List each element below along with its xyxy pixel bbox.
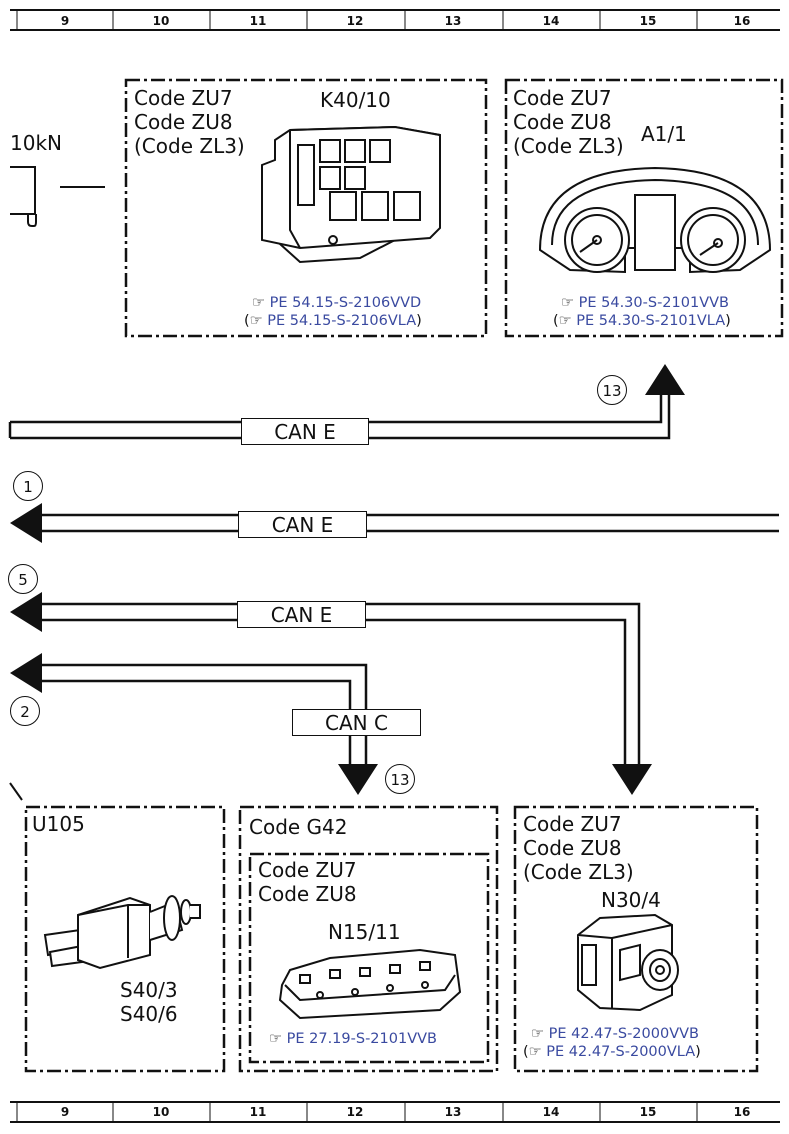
k40-ref-2[interactable]: (☞ PE 54.15-S-2106VLA) xyxy=(244,313,422,329)
box-outlines xyxy=(24,78,784,1073)
bottom-ruler xyxy=(10,1101,780,1123)
can-e-label-1: CAN E xyxy=(238,511,367,538)
box-n30-4 xyxy=(513,805,759,1073)
g42-title: Code G42 xyxy=(249,815,348,839)
component-n30-4-label: N30/4 xyxy=(601,888,661,912)
code-label: Code ZU8 xyxy=(258,882,357,906)
can-e-label-top: CAN E xyxy=(241,418,369,445)
ref-link[interactable]: PE 54.15-S-2106VLA xyxy=(267,313,417,329)
ruler-number: 10 xyxy=(152,14,170,28)
ref-link[interactable]: PE 42.47-S-2000VLA xyxy=(546,1044,696,1060)
a1-ref-2[interactable]: (☞ PE 54.30-S-2101VLA) xyxy=(553,313,731,329)
arrow-down-n30 xyxy=(612,764,652,795)
ref-link[interactable]: PE 54.30-S-2101VLA xyxy=(576,313,726,329)
ruler-number: 9 xyxy=(60,14,70,28)
ruler-number: 11 xyxy=(249,14,267,28)
n30-ref-2[interactable]: (☞ PE 42.47-S-2000VLA) xyxy=(523,1044,701,1060)
ref-circle-1[interactable]: 1 xyxy=(13,471,43,501)
code-label: (Code ZL3) xyxy=(513,134,624,158)
ruler-number: 14 xyxy=(542,14,560,28)
ruler-number: 15 xyxy=(639,1105,657,1119)
u105-component-list: S40/3 S40/6 xyxy=(120,978,178,1026)
a1-1-illustration xyxy=(538,166,772,274)
ruler-number: 13 xyxy=(444,1105,462,1119)
code-label: Code ZU7 xyxy=(513,86,612,110)
box-u105 xyxy=(24,805,226,1073)
g42-code-list: Code ZU7 Code ZU8 xyxy=(258,858,357,906)
ruler-number: 9 xyxy=(60,1105,70,1119)
left-fragment-symbol xyxy=(9,166,105,801)
ref-link[interactable]: PE 42.47-S-2000VVB xyxy=(548,1026,699,1042)
k40-10-illustration xyxy=(261,125,441,264)
arrow-left-2 xyxy=(10,653,42,693)
ruler-number: 11 xyxy=(249,1105,267,1119)
ruler-number: 12 xyxy=(346,1105,364,1119)
hand-pointer-icon: ☞ xyxy=(269,1031,282,1047)
s40-3-illustration xyxy=(43,895,201,970)
a1-ref-1[interactable]: ☞ PE 54.30-S-2101VVB xyxy=(561,295,729,311)
code-label: (Code ZL3) xyxy=(134,134,245,158)
u105-title: U105 xyxy=(32,812,85,836)
k40-code-list: Code ZU7 Code ZU8 (Code ZL3) xyxy=(134,86,245,158)
code-label: Code ZU7 xyxy=(258,858,357,882)
ruler-number: 15 xyxy=(639,14,657,28)
code-label: Code ZU8 xyxy=(523,836,622,860)
ruler-number: 12 xyxy=(346,14,364,28)
hand-pointer-icon: ☞ xyxy=(531,1026,544,1042)
code-label: Code ZU7 xyxy=(134,86,233,110)
component-k40-10-label: K40/10 xyxy=(320,88,391,112)
can-e-label-5: CAN E xyxy=(237,601,366,628)
a1-code-list: Code ZU7 Code ZU8 (Code ZL3) xyxy=(513,86,624,158)
ref-link[interactable]: PE 27.19-S-2101VVB xyxy=(286,1031,437,1047)
ruler-number: 10 xyxy=(152,1105,170,1119)
n30-4-illustration xyxy=(577,913,679,1012)
ref-circle-5[interactable]: 5 xyxy=(8,564,38,594)
n30-ref-1[interactable]: ☞ PE 42.47-S-2000VVB xyxy=(531,1026,699,1042)
box-g42-inner xyxy=(248,852,490,1064)
component-label: S40/3 xyxy=(120,978,178,1002)
hand-pointer-icon: ☞ xyxy=(252,295,265,311)
ruler-number: 13 xyxy=(444,14,462,28)
ref-circle-13-bottom[interactable]: 13 xyxy=(385,764,415,794)
left-component-label: 10kN xyxy=(10,131,62,155)
can-c-label: CAN C xyxy=(292,709,421,736)
component-a1-1-label: A1/1 xyxy=(641,122,687,146)
component-n15-11-label: N15/11 xyxy=(328,920,401,944)
n15-11-illustration xyxy=(278,948,462,1020)
hand-pointer-icon: ☞ xyxy=(249,313,263,329)
arrow-left-5 xyxy=(10,592,42,632)
ruler-number: 16 xyxy=(733,14,751,28)
box-a1-1 xyxy=(504,78,784,338)
hand-pointer-icon: ☞ xyxy=(528,1044,542,1060)
ruler-number: 16 xyxy=(733,1105,751,1119)
top-ruler xyxy=(10,9,780,31)
n15-ref-1[interactable]: ☞ PE 27.19-S-2101VVB xyxy=(269,1031,437,1047)
n30-code-list: Code ZU7 Code ZU8 (Code ZL3) xyxy=(523,812,634,884)
ref-circle-13-top[interactable]: 13 xyxy=(597,375,627,405)
code-label: Code ZU7 xyxy=(523,812,622,836)
component-label: S40/6 xyxy=(120,1002,178,1026)
hand-pointer-icon: ☞ xyxy=(561,295,574,311)
ref-link[interactable]: PE 54.30-S-2101VVB xyxy=(578,295,729,311)
code-label: Code ZU8 xyxy=(513,110,612,134)
ruler-number: 14 xyxy=(542,1105,560,1119)
hand-pointer-icon: ☞ xyxy=(558,313,572,329)
arrow-left-1 xyxy=(10,503,42,543)
box-g42 xyxy=(238,805,499,1073)
ref-circle-2[interactable]: 2 xyxy=(10,696,40,726)
ref-link[interactable]: PE 54.15-S-2106VVD xyxy=(269,295,422,311)
k40-ref-1[interactable]: ☞ PE 54.15-S-2106VVD xyxy=(252,295,421,311)
arrow-up-a1 xyxy=(645,364,685,395)
code-label: Code ZU8 xyxy=(134,110,233,134)
arrow-down-n15 xyxy=(338,764,378,795)
box-k40-10 xyxy=(124,78,488,338)
arrowheads xyxy=(10,364,685,795)
code-label: (Code ZL3) xyxy=(523,860,634,884)
